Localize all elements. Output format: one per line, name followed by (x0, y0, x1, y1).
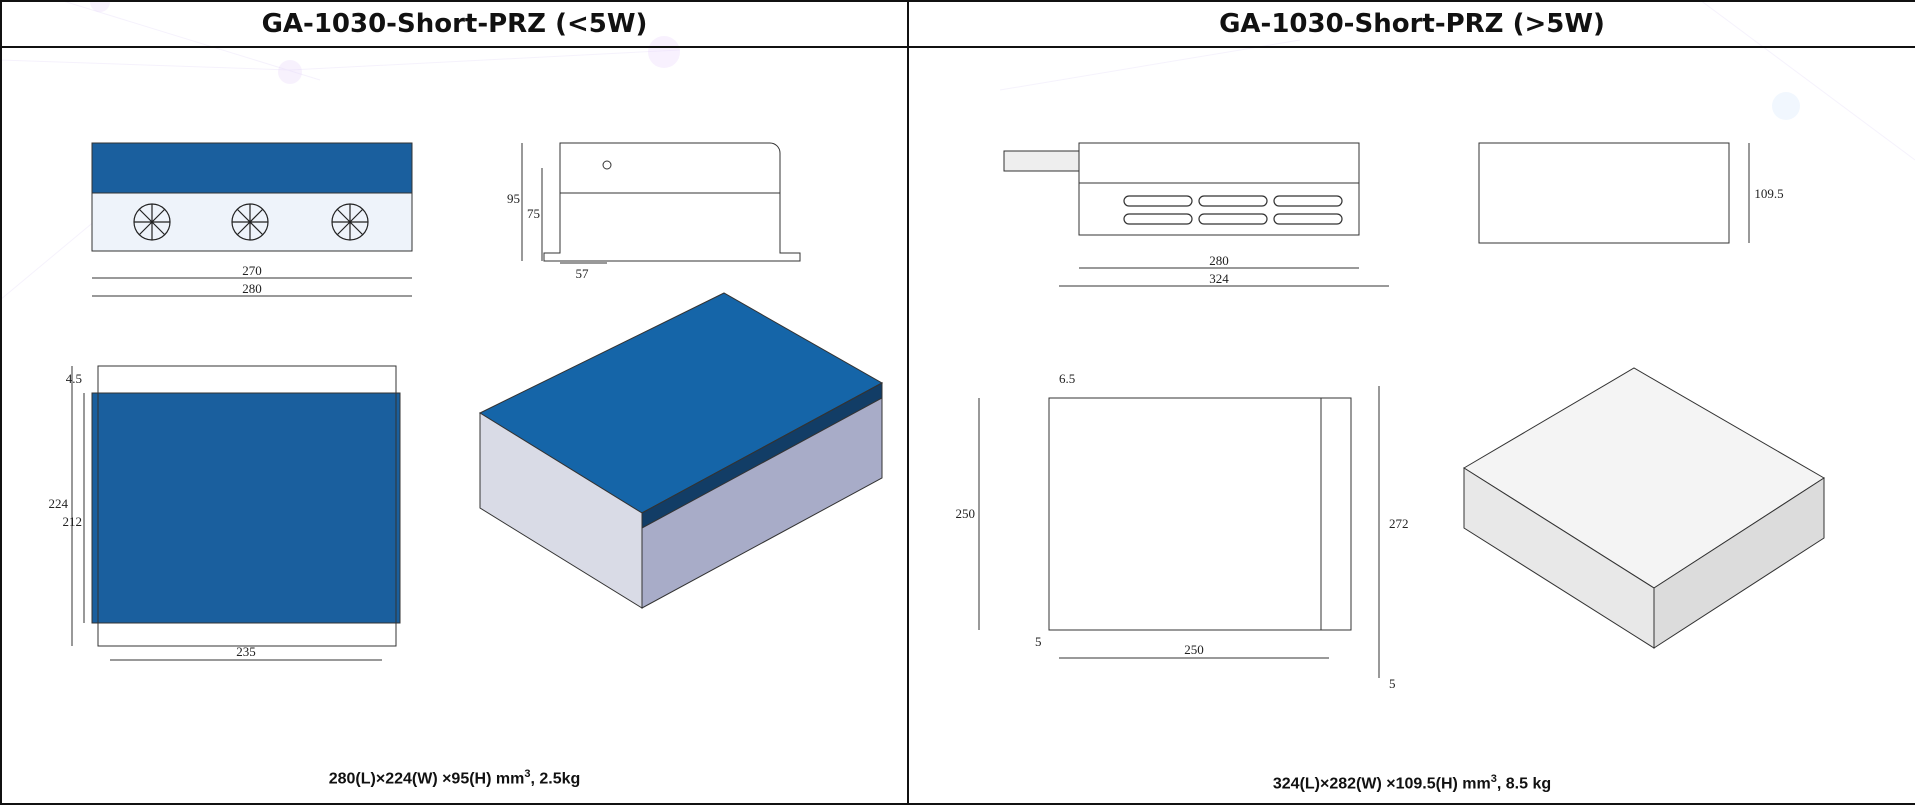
dim-front-inner: 280 (1209, 253, 1229, 268)
cell-high-power: 280 324 109.5 (907, 46, 1915, 805)
dim-top-left-height: 250 (956, 506, 976, 521)
dim-side-offset: 57 (576, 266, 590, 281)
isometric-view (478, 292, 884, 609)
dim-top-width: 235 (236, 644, 256, 659)
dim-rear-height: 109.5 (1754, 186, 1783, 201)
caption-high-power: 324(L)×282(W) ×109.5(H) mm3, 8.5 kg (909, 773, 1915, 793)
dim-left-small: 5 (1035, 634, 1042, 649)
isometric-view (1463, 367, 1825, 649)
drawing-high-power: 280 324 109.5 (956, 142, 1825, 691)
front-view: 270 280 (91, 142, 413, 297)
front-view: 280 324 (1003, 142, 1389, 287)
caption-tail: , 2.5kg (530, 770, 581, 788)
dim-top-width: 250 (1184, 642, 1204, 657)
caption-tail: , 8.5 kg (1496, 775, 1552, 793)
caption-main: 280(L)×224(W) ×95(H) mm (328, 770, 525, 788)
dim-bottom-small: 5 (1389, 676, 1396, 691)
dim-top-right-height: 272 (1389, 516, 1409, 531)
dim-side-inner-height: 75 (527, 206, 540, 221)
caption-sup: 3 (524, 768, 531, 780)
column-title-low-power: GA-1030-Short-PRZ (<5W) (0, 0, 909, 48)
dim-front-outer: 280 (242, 281, 262, 296)
dim-top-margin: 4.5 (66, 371, 82, 386)
dim-front-outer: 324 (1209, 271, 1229, 286)
drawing-low-power: 270 280 95 75 57 (49, 142, 884, 661)
dim-top-height-outer: 224 (49, 496, 69, 511)
cell-low-power: 270 280 95 75 57 (0, 46, 909, 805)
top-view: 250 272 250 6.5 5 5 (956, 371, 1409, 691)
rear-view: 109.5 (1478, 142, 1784, 244)
caption-low-power: 280(L)×224(W) ×95(H) mm3, 2.5kg (2, 768, 907, 788)
dim-top-height-inner: 212 (63, 514, 83, 529)
column-title-high-power: GA-1030-Short-PRZ (>5W) (907, 0, 1915, 48)
dim-side-height: 95 (507, 191, 520, 206)
side-view: 95 75 57 (507, 142, 801, 281)
caption-main: 324(L)×282(W) ×109.5(H) mm (1272, 775, 1491, 793)
dim-top-margin: 6.5 (1059, 371, 1075, 386)
top-view: 224 212 4.5 235 (49, 365, 401, 661)
caption-sup: 3 (1490, 773, 1497, 785)
dim-front-inner: 270 (242, 263, 262, 278)
